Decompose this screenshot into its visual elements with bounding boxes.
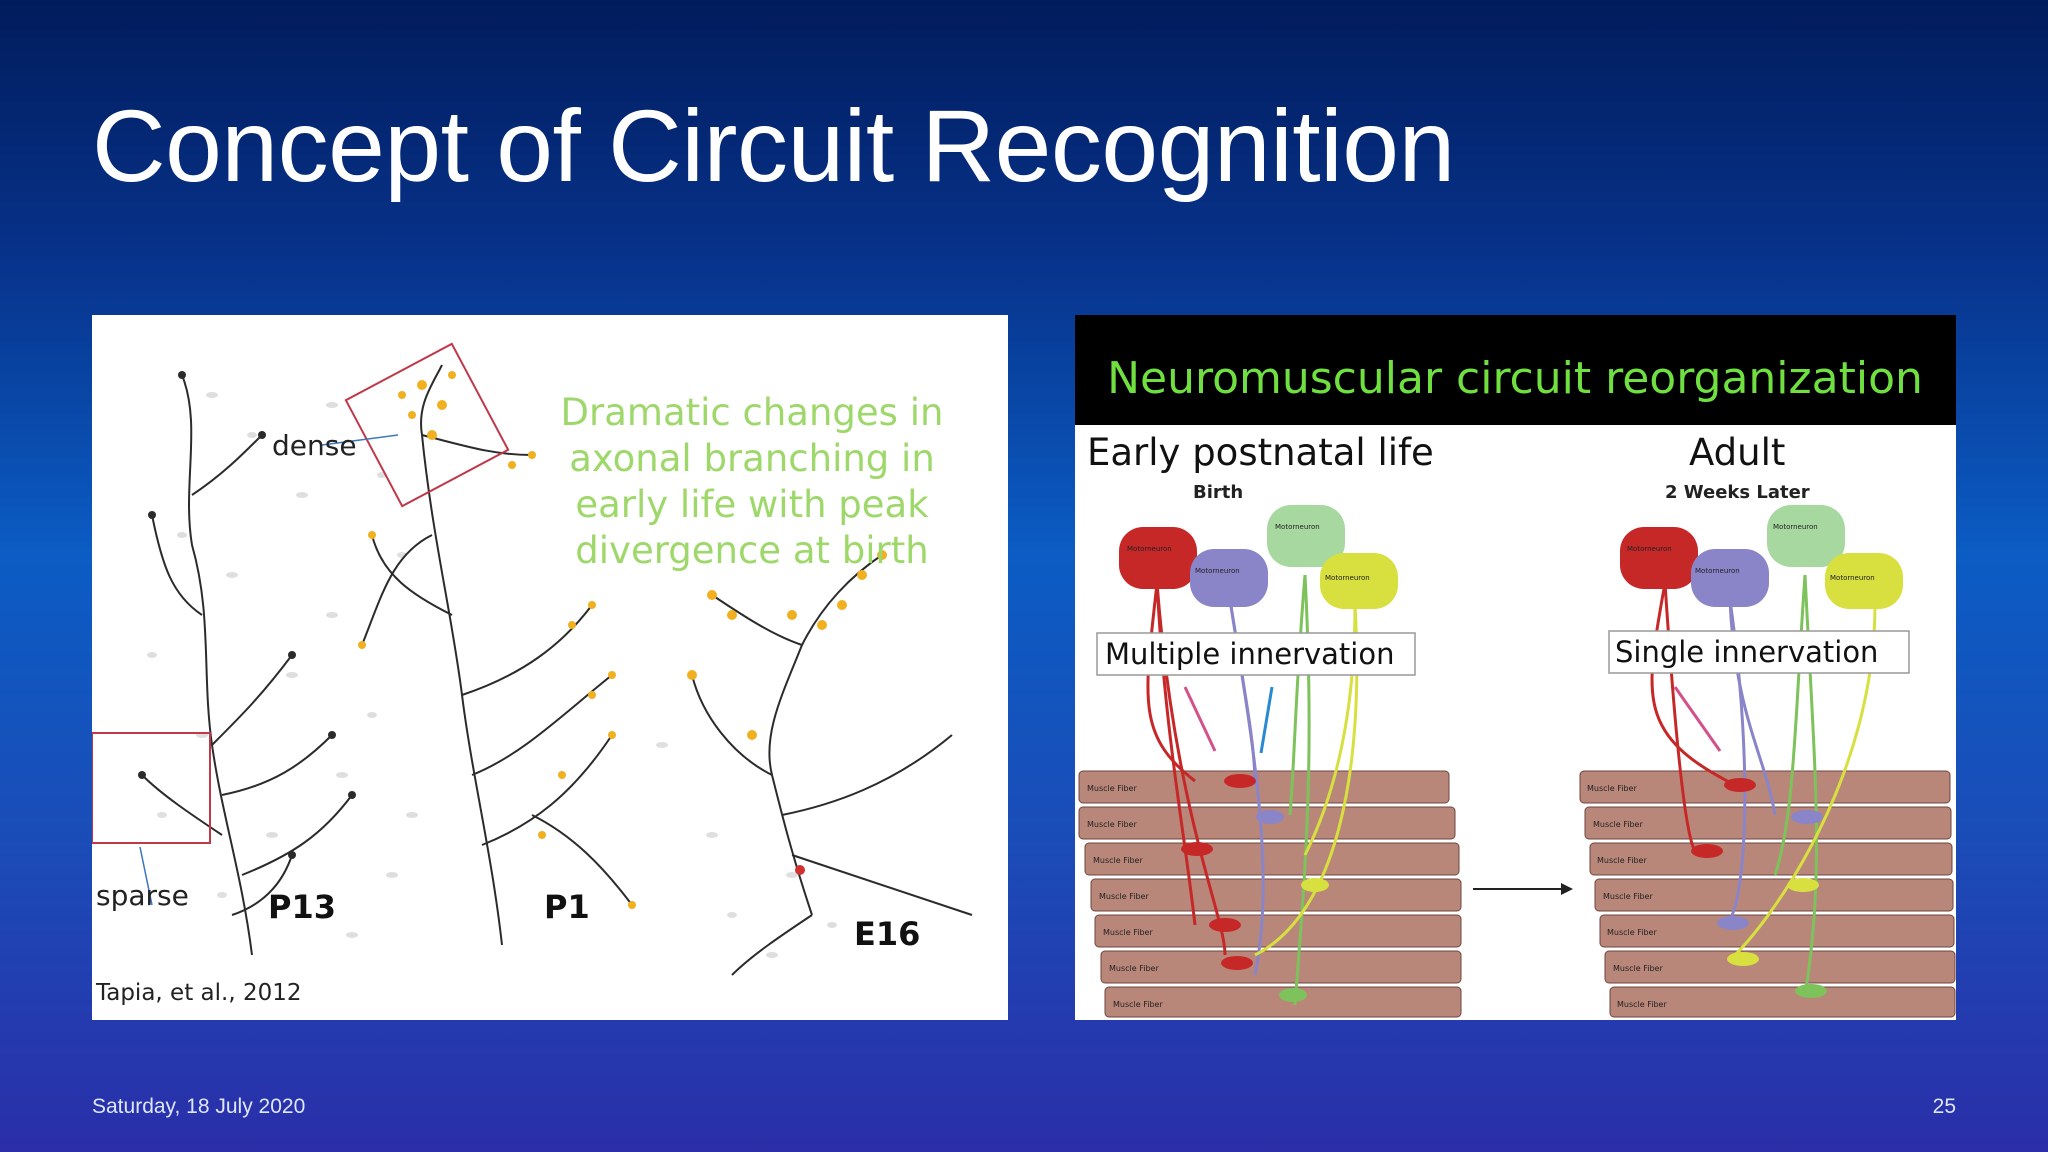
- right-mn-label-1: Motorneuron: [1627, 545, 1672, 553]
- sparse-region-box: [92, 732, 211, 844]
- svg-text:Muscle Fiber: Muscle Fiber: [1087, 784, 1137, 793]
- svg-text:Muscle Fiber: Muscle Fiber: [1099, 892, 1149, 901]
- svg-text:Muscle Fiber: Muscle Fiber: [1593, 820, 1643, 829]
- single-innervation-label: Single innervation: [1615, 635, 1878, 669]
- svg-text:Muscle Fiber: Muscle Fiber: [1087, 820, 1137, 829]
- svg-text:Muscle Fiber: Muscle Fiber: [1603, 892, 1653, 901]
- slide-title: Concept of Circuit Recognition: [92, 89, 1455, 203]
- figure-header-bg: [1075, 315, 1956, 425]
- footer-page-number: 25: [1932, 1095, 1956, 1118]
- e16-neuron: [691, 554, 973, 976]
- citation: Tapia, et al., 2012: [95, 980, 301, 1006]
- p13-terminals: [138, 371, 356, 859]
- sparse-pointer: [139, 846, 153, 906]
- multiple-innervation-box: [1096, 632, 1416, 676]
- label-p13: P13: [268, 888, 336, 926]
- svg-text:Muscle Fiber: Muscle Fiber: [1587, 784, 1637, 793]
- pink-arrow-left: [1183, 686, 1217, 752]
- multiple-innervation-label: Multiple innervation: [1105, 637, 1394, 671]
- e16-boutons: [687, 550, 887, 740]
- dense-pointer: [321, 434, 399, 446]
- single-innervation-box: [1608, 630, 1910, 674]
- transition-arrowhead: [1561, 883, 1573, 895]
- svg-text:Muscle Fiber: Muscle Fiber: [1093, 856, 1143, 865]
- caption-line-2: axonal branching in: [569, 437, 935, 480]
- svg-text:Muscle Fiber: Muscle Fiber: [1613, 964, 1663, 973]
- right-mn-label-2: Motorneuron: [1695, 567, 1740, 575]
- svg-text:Muscle Fiber: Muscle Fiber: [1109, 964, 1159, 973]
- figure-header: Neuromuscular circuit reorganization: [1107, 353, 1923, 404]
- axonal-branching-figure: Dramatic changes in axonal branching in …: [92, 315, 1008, 1020]
- svg-text:Muscle Fiber: Muscle Fiber: [1113, 1000, 1163, 1009]
- dense-region-box: [344, 342, 510, 508]
- svg-text:Muscle Fiber: Muscle Fiber: [1617, 1000, 1667, 1009]
- svg-text:Muscle Fiber: Muscle Fiber: [1607, 928, 1657, 937]
- caption-line-3: early life with peak: [575, 483, 929, 526]
- left-muscle-fibers: [1078, 770, 1462, 1018]
- p1-boutons: [358, 371, 636, 909]
- right-motoneurons: [1620, 505, 1903, 609]
- label-e16: E16: [854, 915, 920, 953]
- right-heading: Adult: [1689, 431, 1785, 474]
- pink-arrow-right: [1673, 686, 1722, 752]
- right-endplates: [1691, 778, 1827, 998]
- blue-arrow-left: [1259, 686, 1274, 754]
- axonal-branching-svg: Dramatic changes in axonal branching in …: [92, 342, 973, 1006]
- label-p1: P1: [544, 888, 590, 926]
- neuromuscular-figure: Neuromuscular circuit reorganization Ear…: [1075, 315, 1956, 1020]
- caption-line-4: divergence at birth: [575, 529, 928, 572]
- neuromuscular-svg: Neuromuscular circuit reorganization Ear…: [1075, 315, 1956, 1018]
- left-heading: Early postnatal life: [1087, 431, 1434, 474]
- left-endplates: [1181, 774, 1329, 1002]
- e16-red-marker: [795, 865, 805, 875]
- footer-date: Saturday, 18 July 2020: [92, 1095, 306, 1118]
- right-muscle-labels: Muscle Fiber Muscle Fiber Muscle Fiber M…: [1587, 784, 1667, 1009]
- p13-neuron: [141, 374, 353, 956]
- left-motoneurons: [1119, 505, 1398, 609]
- left-mn-label-1: Motorneuron: [1127, 545, 1172, 553]
- label-dense: dense: [272, 429, 357, 462]
- right-subheading: 2 Weeks Later: [1665, 482, 1810, 503]
- right-mn-label-4: Motorneuron: [1830, 574, 1875, 582]
- left-subheading: Birth: [1193, 482, 1243, 503]
- p1-neuron: [361, 364, 633, 946]
- caption-line-1: Dramatic changes in: [561, 391, 944, 434]
- left-muscle-labels: Muscle Fiber Muscle Fiber Muscle Fiber M…: [1087, 784, 1163, 1009]
- right-muscle-fibers: [1579, 770, 1956, 1018]
- svg-text:Muscle Fiber: Muscle Fiber: [1597, 856, 1647, 865]
- right-mn-label-3: Motorneuron: [1773, 523, 1818, 531]
- background-speckles: [147, 392, 837, 958]
- left-mn-label-4: Motorneuron: [1325, 574, 1370, 582]
- svg-text:Muscle Fiber: Muscle Fiber: [1103, 928, 1153, 937]
- left-mn-label-2: Motorneuron: [1195, 567, 1240, 575]
- left-mn-label-3: Motorneuron: [1275, 523, 1320, 531]
- label-sparse: sparse: [96, 879, 189, 912]
